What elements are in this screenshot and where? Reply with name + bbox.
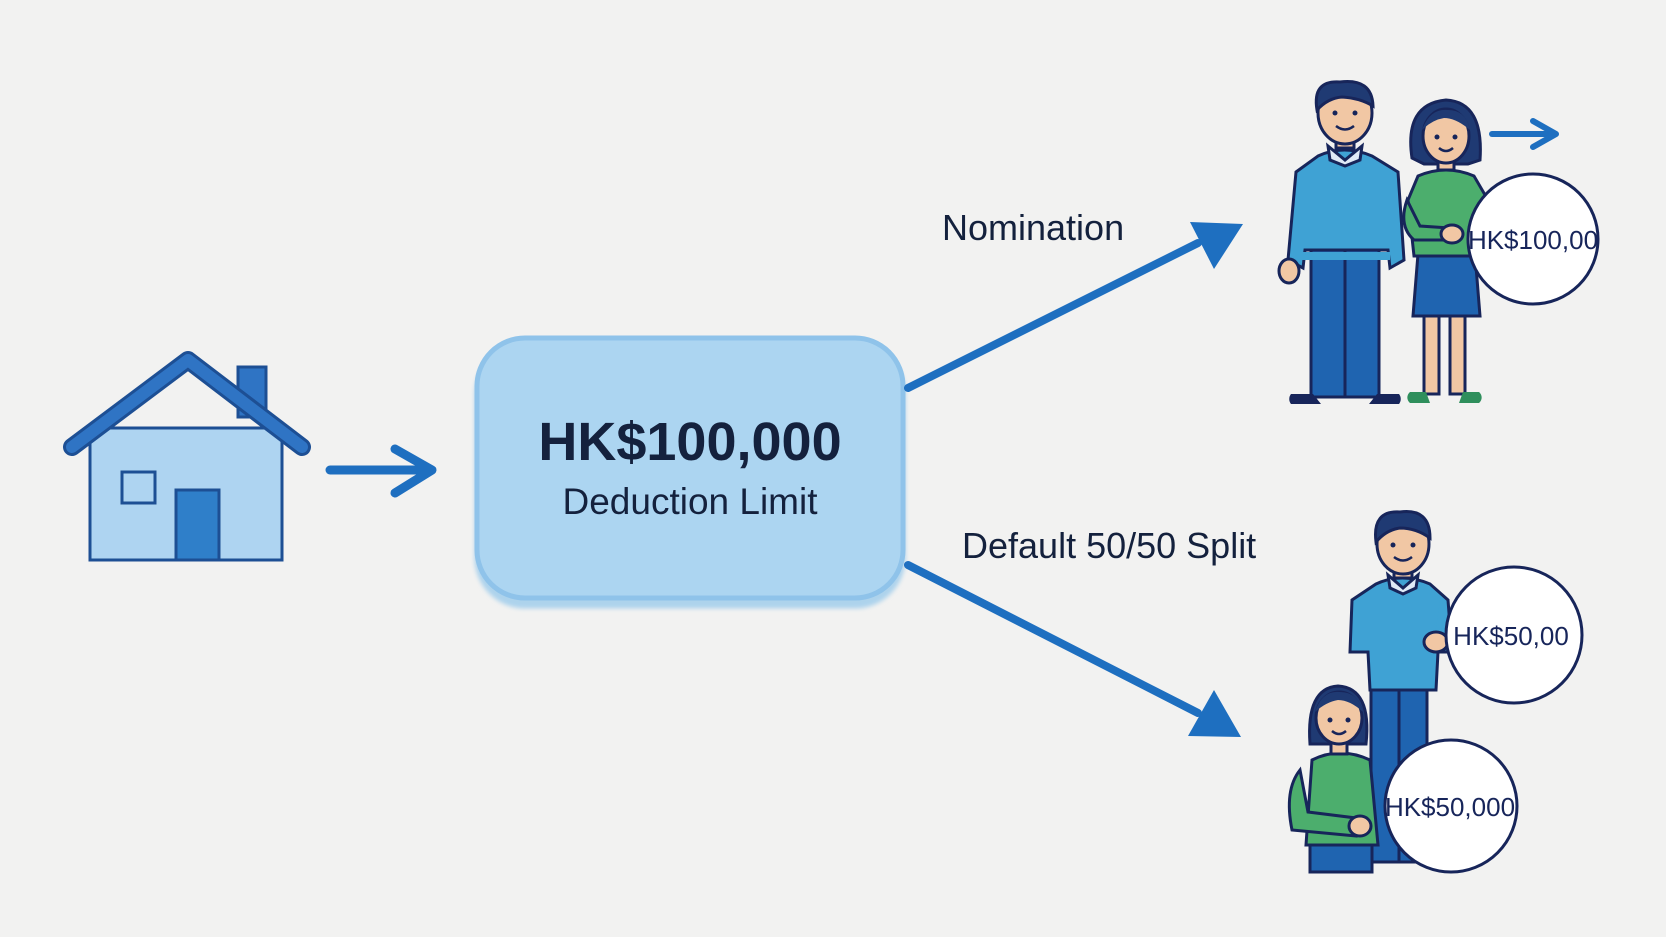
person-icon bbox=[1402, 98, 1490, 403]
deduction-limit-box: HK$100,000 Deduction Limit bbox=[474, 335, 906, 601]
house-icon bbox=[63, 351, 311, 562]
person-icon bbox=[1287, 684, 1380, 874]
nomination-label: Nomination bbox=[942, 207, 1124, 248]
coin-split-man-value: HK$50,00 bbox=[1453, 621, 1569, 651]
person-icon bbox=[1277, 80, 1406, 404]
default-split-label: Default 50/50 Split bbox=[962, 525, 1256, 566]
arrow-icon bbox=[1489, 118, 1559, 150]
coin-split-man: HK$50,00 bbox=[1444, 565, 1584, 705]
deduction-amount: HK$100,000 bbox=[538, 412, 841, 472]
arrow-icon bbox=[904, 561, 1241, 737]
coin-split-woman-value: HK$50,000 bbox=[1385, 792, 1515, 822]
coin-split-woman: HK$50,000 bbox=[1383, 738, 1519, 874]
deduction-label: Deduction Limit bbox=[562, 481, 818, 522]
coin-nomination-value: HK$100,00 bbox=[1468, 225, 1598, 255]
arrow-icon bbox=[325, 444, 437, 498]
coin-nomination: HK$100,00 bbox=[1466, 172, 1600, 306]
arrow-icon bbox=[904, 222, 1243, 392]
